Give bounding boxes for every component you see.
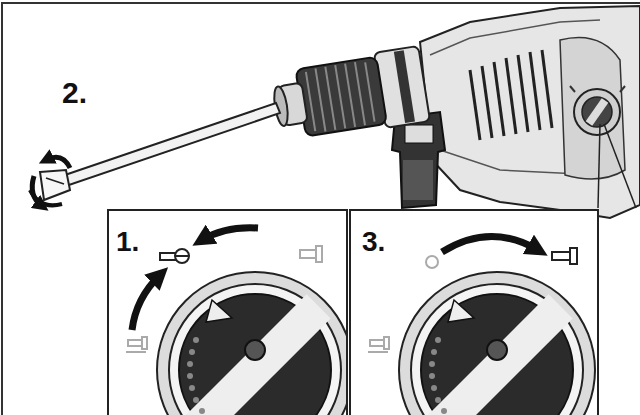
callout-number: 3. [362,228,385,256]
rotation-arrows [30,157,70,206]
drill-body [420,6,640,218]
leader-line [604,124,636,208]
inset-panel [350,210,598,415]
callout-number: 1. [116,228,139,256]
screwdriver-bit [40,103,280,200]
drill-chuck [269,46,430,145]
leader-line [598,124,600,208]
inset-panel [108,210,353,415]
callout-number: 2. [62,78,87,108]
